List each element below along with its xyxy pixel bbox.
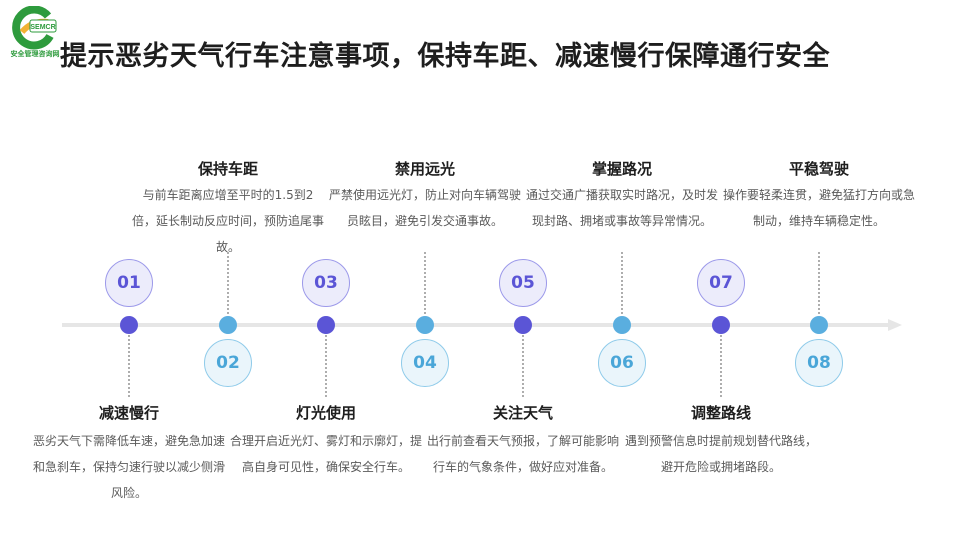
step-dot bbox=[810, 316, 828, 334]
step-title: 减速慢行 bbox=[98, 404, 159, 422]
step-dot bbox=[416, 316, 434, 334]
step-title: 掌握路况 bbox=[591, 160, 652, 178]
page-title: 提示恶劣天气行车注意事项，保持车距、减速慢行保障通行安全 bbox=[60, 41, 830, 72]
step-title: 平稳驾驶 bbox=[788, 160, 849, 178]
step-number: 08 bbox=[795, 339, 843, 387]
step-title: 保持车距 bbox=[197, 160, 258, 178]
step-dot bbox=[317, 316, 335, 334]
step-number: 07 bbox=[697, 259, 745, 307]
logo-badge: SEMCR bbox=[30, 24, 55, 31]
step-description: 出行前查看天气预报，了解可能影响行车的气象条件，做好应对准备。 bbox=[426, 434, 619, 474]
step-dot bbox=[219, 316, 237, 334]
step-description: 操作要轻柔连贯，避免猛打方向或急制动，维持车辆稳定性。 bbox=[722, 188, 915, 228]
step-description: 与前车距离应增至平时的1.5到2倍，延长制动反应时间，预防追尾事故。 bbox=[131, 188, 324, 254]
step-description: 合理开启近光灯、雾灯和示廓灯，提高自身可见性，确保安全行车。 bbox=[229, 434, 422, 474]
step-description: 严禁使用远光灯，防止对向车辆驾驶员眩目，避免引发交通事故。 bbox=[328, 188, 521, 228]
step-title: 灯光使用 bbox=[295, 404, 356, 422]
step-description: 恶劣天气下需降低车速，避免急加速和急刹车，保持匀速行驶以减少侧滑风险。 bbox=[32, 434, 225, 500]
logo: SEMCR 安全管理咨询网 bbox=[8, 6, 60, 62]
step-dot bbox=[120, 316, 138, 334]
step-dot bbox=[712, 316, 730, 334]
step-title: 禁用远光 bbox=[394, 160, 455, 178]
step-number: 05 bbox=[499, 259, 547, 307]
step-dot bbox=[514, 316, 532, 334]
step-dot bbox=[613, 316, 631, 334]
step-title: 关注天气 bbox=[492, 404, 553, 422]
step-number: 04 bbox=[401, 339, 449, 387]
step-number: 01 bbox=[105, 259, 153, 307]
step-number: 02 bbox=[204, 339, 252, 387]
step-description: 通过交通广播获取实时路况，及时发现封路、拥堵或事故等异常情况。 bbox=[525, 188, 718, 228]
logo-mark-icon: SEMCR bbox=[12, 6, 57, 50]
logo-text: 安全管理咨询网 bbox=[10, 50, 60, 58]
step-title: 调整路线 bbox=[690, 404, 751, 422]
step-number: 03 bbox=[302, 259, 350, 307]
timeline-arrow-icon bbox=[888, 319, 902, 331]
step-number: 06 bbox=[598, 339, 646, 387]
step-description: 遇到预警信息时提前规划替代路线，避开危险或拥堵路段。 bbox=[624, 434, 817, 474]
